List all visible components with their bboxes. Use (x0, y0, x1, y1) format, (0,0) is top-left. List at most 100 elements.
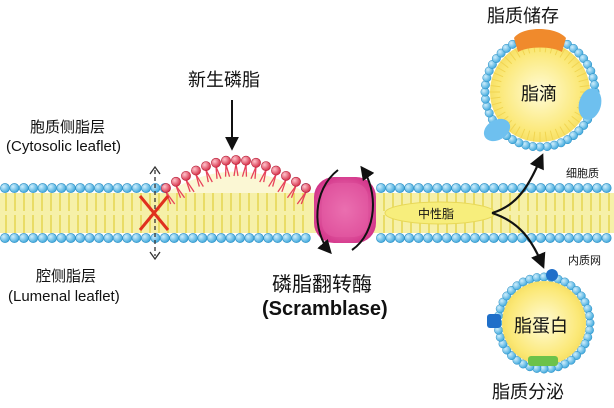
headgroup (76, 233, 85, 242)
headgroup (94, 183, 103, 192)
cytosolic-leaflet-label-en: (Cytosolic leaflet) (6, 138, 121, 155)
new-lipid-headgroup (161, 183, 170, 192)
headgroup (132, 183, 141, 192)
headgroup (188, 233, 197, 242)
headgroup (38, 233, 47, 242)
headgroup (480, 183, 489, 192)
new-lipid-headgroup (251, 158, 260, 167)
new-lipid-headgroup (271, 166, 280, 175)
headgroup (423, 233, 432, 242)
headgroup (245, 233, 254, 242)
headgroup (0, 233, 9, 242)
headgroup (405, 233, 414, 242)
headgroup (499, 233, 508, 242)
headgroup (414, 183, 423, 192)
headgroup (19, 233, 28, 242)
headgroup (536, 233, 545, 242)
new-lipid-headgroup (241, 156, 250, 165)
new-lipid-headgroup (291, 177, 300, 186)
headgroup (292, 233, 301, 242)
headgroup (0, 183, 9, 192)
headgroup (160, 233, 169, 242)
headgroup (602, 183, 611, 192)
headgroup (395, 183, 404, 192)
new-lipid-headgroup (301, 183, 310, 192)
headgroup (489, 183, 498, 192)
lumenal-leaflet-label-en: (Lumenal leaflet) (8, 288, 120, 305)
headgroup (179, 233, 188, 242)
headgroup (85, 233, 94, 242)
lipid-tails (0, 193, 614, 233)
headgroup (433, 233, 442, 242)
headgroup (536, 183, 545, 192)
er-label: 内质网 (568, 252, 601, 268)
headgroup (85, 183, 94, 192)
lumenal-leaflet-label-cn: 腔侧脂层 (36, 265, 96, 286)
headgroup (132, 233, 141, 242)
headgroup (461, 183, 470, 192)
headgroup (29, 233, 38, 242)
headgroup (282, 233, 291, 242)
new-lipid-headgroup (231, 155, 240, 164)
headgroup (57, 183, 66, 192)
new-lipid-headgroup (201, 162, 210, 171)
headgroup (113, 183, 122, 192)
headgroup (254, 233, 263, 242)
apolipoprotein-blue-left (487, 314, 501, 328)
headgroup (47, 233, 56, 242)
headgroup (104, 233, 113, 242)
new-lipid-headgroup (171, 177, 180, 186)
headgroup (66, 183, 75, 192)
headgroup (555, 183, 564, 192)
headgroup (66, 233, 75, 242)
headgroup (564, 183, 573, 192)
headgroup (273, 233, 282, 242)
headgroup (461, 233, 470, 242)
new-phospholipid-label: 新生磷脂 (188, 66, 260, 92)
headgroup (489, 233, 498, 242)
headgroup (414, 233, 423, 242)
scramblase-label-en: (Scramblase) (262, 298, 388, 321)
headgroup (583, 183, 592, 192)
headgroup (480, 233, 489, 242)
apolipoprotein-green (528, 356, 558, 366)
new-lipid-headgroup (211, 158, 220, 167)
new-lipid-headgroup (281, 171, 290, 180)
headgroup (499, 183, 508, 192)
headgroup (301, 233, 310, 242)
headgroup (226, 233, 235, 242)
lipid-secretion-label: 脂质分泌 (492, 378, 564, 404)
headgroup (555, 233, 564, 242)
cytoplasm-label: 细胞质 (566, 165, 599, 181)
headgroup (405, 183, 414, 192)
headgroup (376, 233, 385, 242)
headgroup (442, 183, 451, 192)
headgroup (508, 183, 517, 192)
headgroup (395, 233, 404, 242)
headgroup (470, 183, 479, 192)
headgroup (141, 183, 150, 192)
headgroup (47, 183, 56, 192)
lipid-storage-label: 脂质储存 (487, 2, 559, 28)
headgroup (217, 233, 226, 242)
neutral-lipid-label: 中性脂 (418, 205, 454, 222)
headgroup (207, 233, 216, 242)
headgroup (141, 233, 150, 242)
lipoprotein-label: 脂蛋白 (514, 312, 568, 338)
new-lipid-headgroup (191, 166, 200, 175)
headgroup (583, 233, 592, 242)
headgroup (386, 183, 395, 192)
headgroup (38, 183, 47, 192)
headgroup (123, 233, 132, 242)
headgroup (94, 233, 103, 242)
scramblase-label-cn: 磷脂翻转酶 (272, 268, 372, 297)
headgroup (452, 183, 461, 192)
new-lipid-headgroup (261, 162, 270, 171)
headgroup (508, 233, 517, 242)
headgroup (264, 233, 273, 242)
headgroup (104, 183, 113, 192)
headgroup (376, 183, 385, 192)
headgroup (57, 233, 66, 242)
